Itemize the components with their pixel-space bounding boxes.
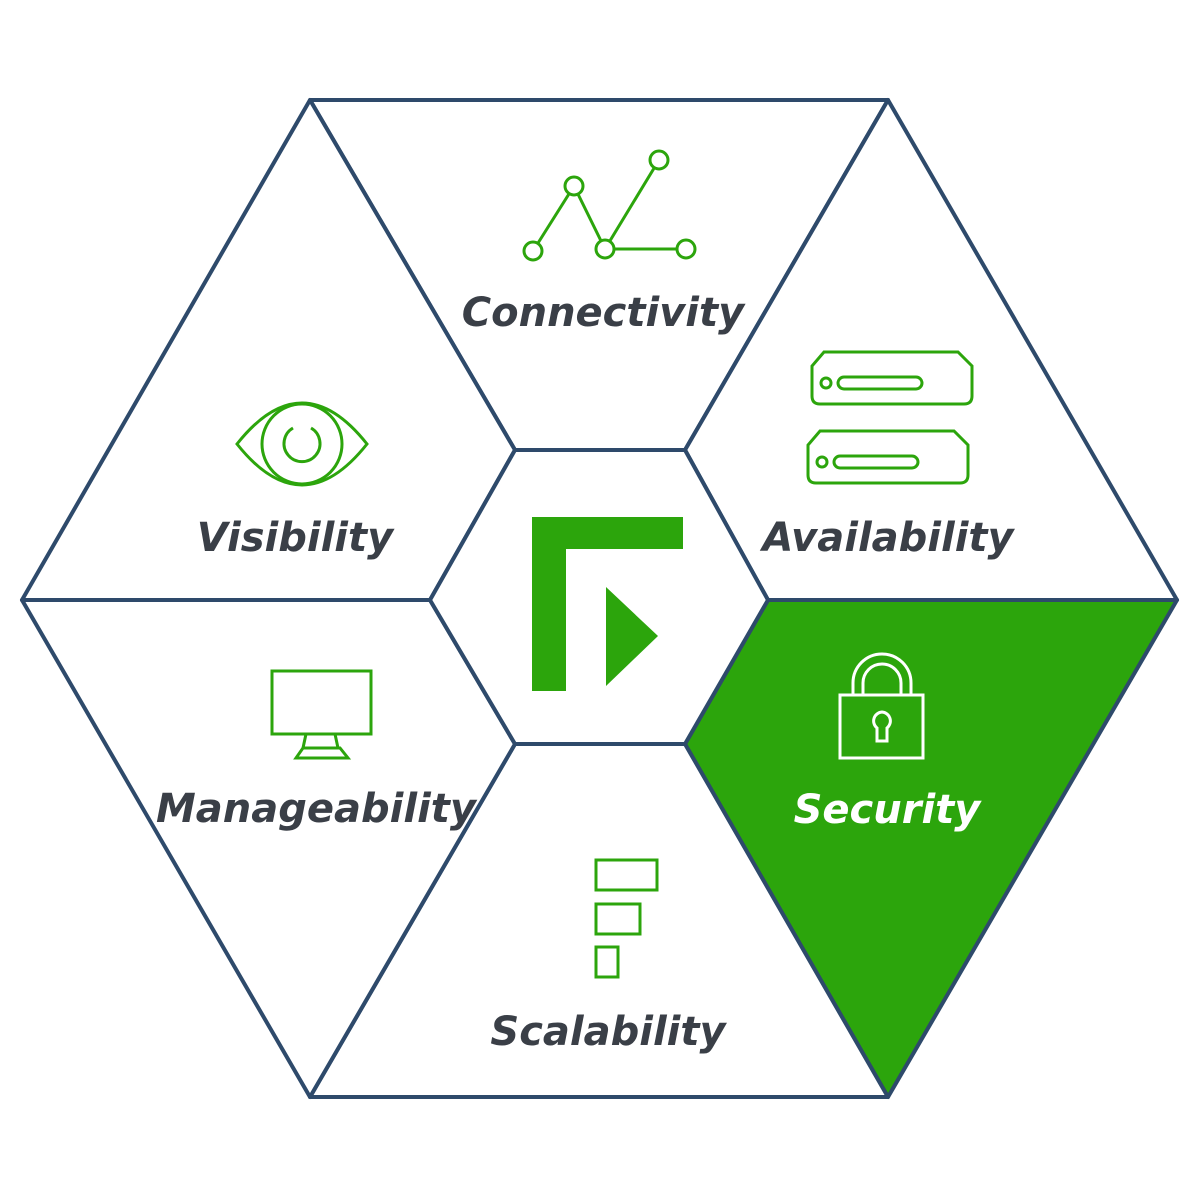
stacked-bars-icon — [594, 858, 659, 979]
label-connectivity: Connectivity — [462, 290, 746, 336]
label-manageability: Manageability — [156, 786, 478, 832]
monitor-icon — [270, 669, 373, 760]
label-scalability: Scalability — [490, 1009, 727, 1055]
eye-icon — [235, 401, 369, 487]
label-security: Security — [794, 787, 983, 833]
logo-icon — [532, 517, 683, 691]
center-hexagon — [428, 448, 770, 746]
server-icon — [806, 350, 974, 485]
network-nodes-icon — [522, 149, 697, 262]
label-availability: Availability — [759, 515, 1015, 561]
padlock-icon — [838, 652, 925, 760]
label-visibility: Visibility — [197, 515, 395, 561]
